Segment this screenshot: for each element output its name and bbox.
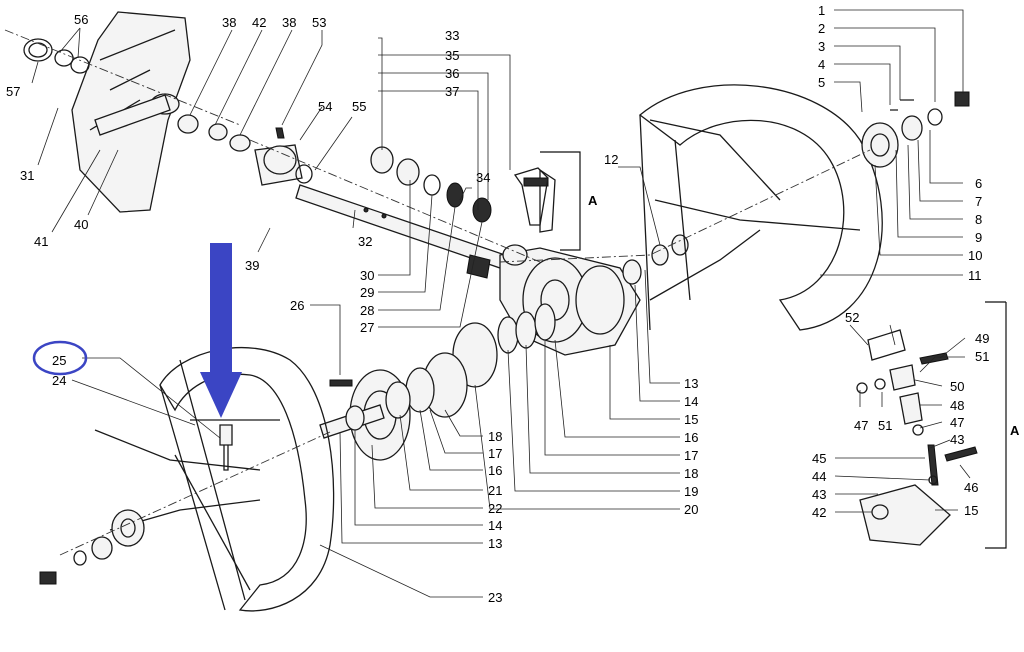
part-label: 30: [360, 268, 374, 283]
part-label: 16: [488, 463, 502, 478]
bolt-25: [219, 424, 233, 471]
part-label: 23: [488, 590, 502, 605]
part-label: 42: [812, 505, 826, 520]
auger-left: [94, 347, 335, 612]
part-label: 42: [252, 15, 266, 30]
part-label: 22: [488, 501, 502, 516]
bearing-flange-right: [861, 91, 970, 168]
part-label: 31: [20, 168, 34, 183]
part-label: 29: [360, 285, 374, 300]
part-label: 34: [476, 170, 490, 185]
part-label: 13: [684, 376, 698, 391]
part-label: 12: [604, 152, 618, 167]
part-label: 44: [812, 469, 826, 484]
part-label: 56: [74, 12, 88, 27]
part-label: 8: [975, 212, 982, 227]
part-label: 38: [282, 15, 296, 30]
part-label: 27: [360, 320, 374, 335]
part-label: 49: [975, 331, 989, 346]
part-label: 24: [52, 373, 66, 388]
part-label: 15: [964, 503, 978, 518]
part-label: 3: [818, 39, 825, 54]
part-label: 35: [445, 48, 459, 63]
part-label: 36: [445, 66, 459, 81]
highlight-circle: [32, 340, 88, 376]
part-label: 43: [812, 487, 826, 502]
part-label: 18: [488, 429, 502, 444]
part-label: 2: [818, 21, 825, 36]
part-label: 19: [684, 484, 698, 499]
upper-bearing-set: [370, 146, 556, 233]
part-label: 52: [845, 310, 859, 325]
part-label: 18: [684, 466, 698, 481]
part-label: 46: [964, 480, 978, 495]
part-label: 51: [878, 418, 892, 433]
part-label: 14: [684, 394, 698, 409]
part-label: 45: [812, 451, 826, 466]
part-label: 47: [950, 415, 964, 430]
detail-label-a: A: [588, 193, 598, 208]
part-label: 13: [488, 536, 502, 551]
part-label: 48: [950, 398, 964, 413]
part-label: 28: [360, 303, 374, 318]
pointer-arrow: [200, 243, 242, 418]
part-label: 40: [74, 217, 88, 232]
part-label: 26: [290, 298, 304, 313]
part-label: 7: [975, 194, 982, 209]
part-label: 43: [950, 432, 964, 447]
part-label: 37: [445, 84, 459, 99]
detail-label-a: A: [1010, 423, 1020, 438]
part-label: 57: [6, 84, 20, 99]
part-label: 6: [975, 176, 982, 191]
part-label: 47: [854, 418, 868, 433]
part-labels: 1 2 3 4 5 6 7 8 9 10 11 12 13 14 15 16 1…: [6, 3, 1020, 605]
part-label: 50: [950, 379, 964, 394]
part-label: 55: [352, 99, 366, 114]
part-label: 10: [968, 248, 982, 263]
part-label: 51: [975, 349, 989, 364]
leader-lines: [31, 9, 971, 598]
housing-plate: [71, 11, 191, 213]
main-shaft: [295, 184, 506, 279]
part-label: 38: [222, 15, 236, 30]
part-label: 17: [488, 446, 502, 461]
part-label: 32: [358, 234, 372, 249]
part-label: 54: [318, 99, 332, 114]
part-label: 1: [818, 3, 825, 18]
center-shaft-short: [319, 404, 385, 439]
auger-right: [638, 84, 883, 331]
part-label: 16: [684, 430, 698, 445]
part-label: 4: [818, 57, 825, 72]
part-label: 14: [488, 518, 502, 533]
center-disc: [329, 352, 468, 461]
part-label: 25: [52, 353, 66, 368]
part-label: 53: [312, 15, 326, 30]
bearing-sleeve: [177, 114, 313, 186]
part-label: 17: [684, 448, 698, 463]
bearing-flange-left: [39, 509, 145, 585]
part-label: 11: [968, 268, 982, 283]
part-label: 21: [488, 483, 502, 498]
part-label: 41: [34, 234, 48, 249]
part-label: 20: [684, 502, 698, 517]
detail-box-top: [513, 151, 581, 251]
part-label: 15: [684, 412, 698, 427]
part-label: 39: [245, 258, 259, 273]
part-label: 33: [445, 28, 459, 43]
part-label: 5: [818, 75, 825, 90]
part-label: 9: [975, 230, 982, 245]
